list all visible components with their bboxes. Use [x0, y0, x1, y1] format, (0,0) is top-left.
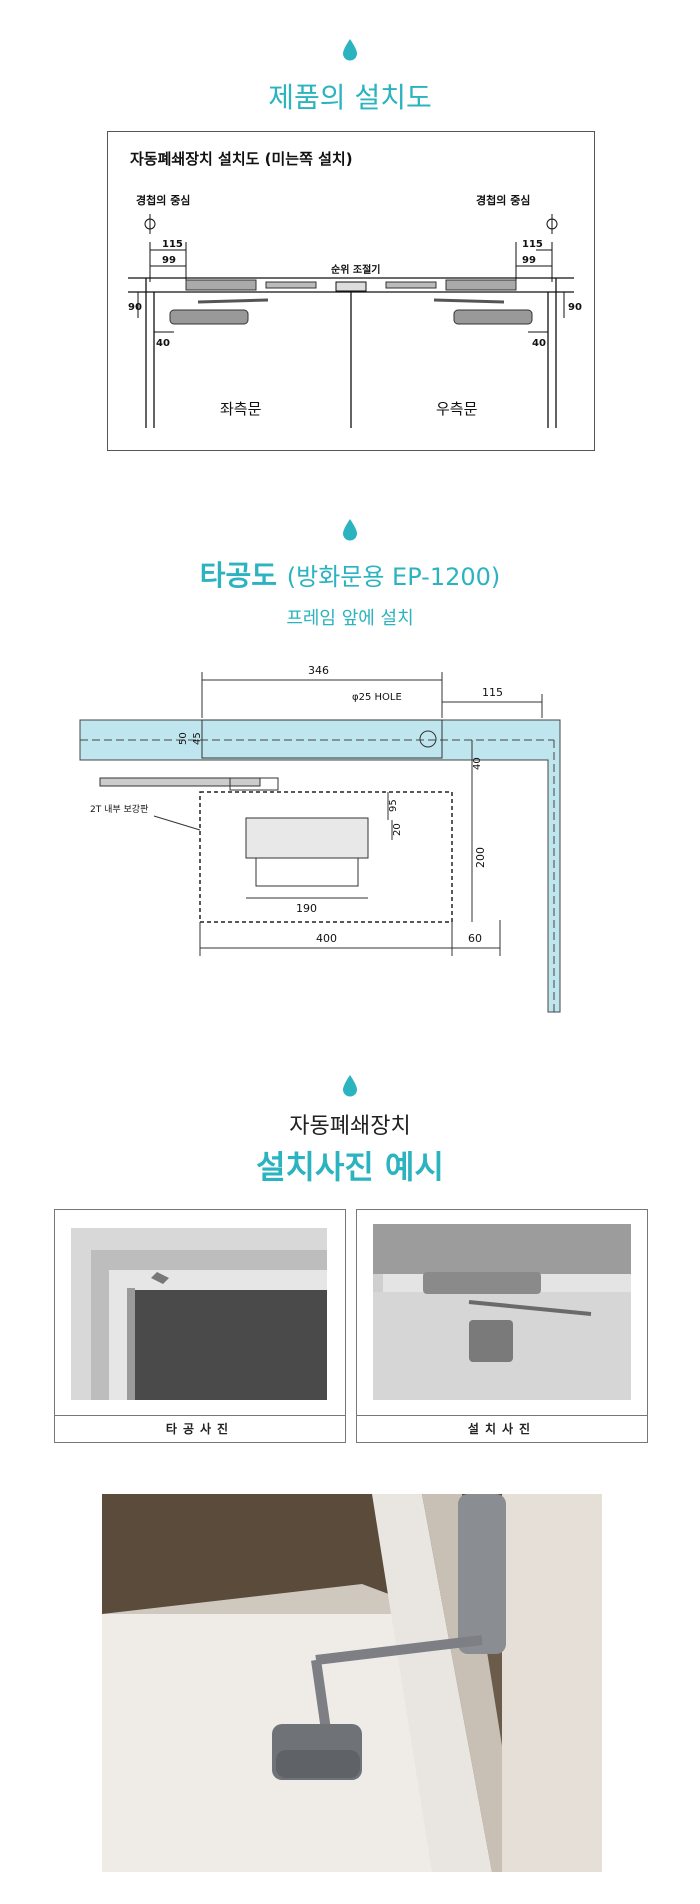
hole-label: φ25 HOLE — [352, 692, 402, 703]
dim-95: 95 — [388, 799, 399, 812]
drilling-diagram: 346 φ25 HOLE 115 50 45 2T 내부 보강판 190 40 … — [79, 664, 561, 1013]
dim-90-right: 90 — [568, 302, 582, 313]
installation-photo — [373, 1224, 631, 1400]
installation-diagram: 자동폐쇄장치 설치도 (미는쪽 설치) 경첩의 중심 경첩의 중심 115 99… — [107, 131, 595, 451]
dim-40-right: 40 — [532, 338, 546, 349]
center-symbol-right — [546, 214, 558, 234]
drilling-title-sub: (방화문용 EP-1200) — [286, 563, 501, 591]
reinforce-label: 2T 내부 보강판 — [90, 804, 148, 815]
dim-60: 60 — [468, 932, 482, 945]
right-door-label: 우측문 — [436, 400, 478, 418]
drilling-photo — [71, 1228, 327, 1400]
dim-90-left: 90 — [128, 302, 142, 313]
dim-99-right: 99 — [522, 255, 536, 266]
sequence-selector-label: 순위 조절기 — [331, 263, 380, 276]
diagram-title: 자동폐쇄장치 설치도 (미는쪽 설치) — [130, 150, 353, 168]
closer-right — [385, 279, 533, 325]
dim-40: 40 — [472, 757, 483, 770]
dim-115: 115 — [482, 686, 503, 699]
photos-title-small: 자동폐쇄장치 — [289, 1114, 411, 1139]
dim-20: 20 — [392, 823, 403, 836]
dim-99-left: 99 — [162, 255, 176, 266]
hinge-center-left-label: 경첩의 중심 — [136, 193, 190, 207]
installation-photo-card: 설치사진 — [356, 1209, 648, 1443]
drilling-subtitle: 프레임 앞에 설치 — [286, 608, 414, 629]
dim-115-right: 115 — [522, 239, 543, 250]
dim-115-left: 115 — [162, 239, 183, 250]
dim-400: 400 — [316, 932, 337, 945]
dim-50: 50 — [178, 732, 189, 745]
closer-left — [169, 279, 317, 325]
installation-photo-caption: 설치사진 — [357, 1415, 647, 1442]
section-title-installation: 제품의 설치도 — [268, 81, 432, 114]
center-symbol-left — [144, 214, 156, 234]
section-title-drilling: 타공도 (방화문용 EP-1200) — [0, 554, 700, 594]
drilling-photo-card: 타공사진 — [54, 1209, 346, 1443]
dim-40-left: 40 — [156, 338, 170, 349]
dim-190: 190 — [296, 902, 317, 915]
water-drop-icon — [343, 39, 357, 61]
dim-346: 346 — [308, 664, 329, 677]
water-drop-icon — [343, 519, 357, 541]
installed-closer-photo — [102, 1494, 602, 1872]
photos-title-big: 설치사진 예시 — [256, 1148, 444, 1186]
drilling-title-main: 타공도 — [199, 559, 277, 592]
water-drop-icon — [343, 1075, 357, 1097]
drilling-photo-caption: 타공사진 — [55, 1415, 345, 1442]
dim-200: 200 — [474, 847, 487, 868]
dim-45: 45 — [192, 732, 203, 745]
left-door-label: 좌측문 — [220, 400, 262, 418]
hinge-center-right-label: 경첩의 중심 — [476, 193, 530, 207]
